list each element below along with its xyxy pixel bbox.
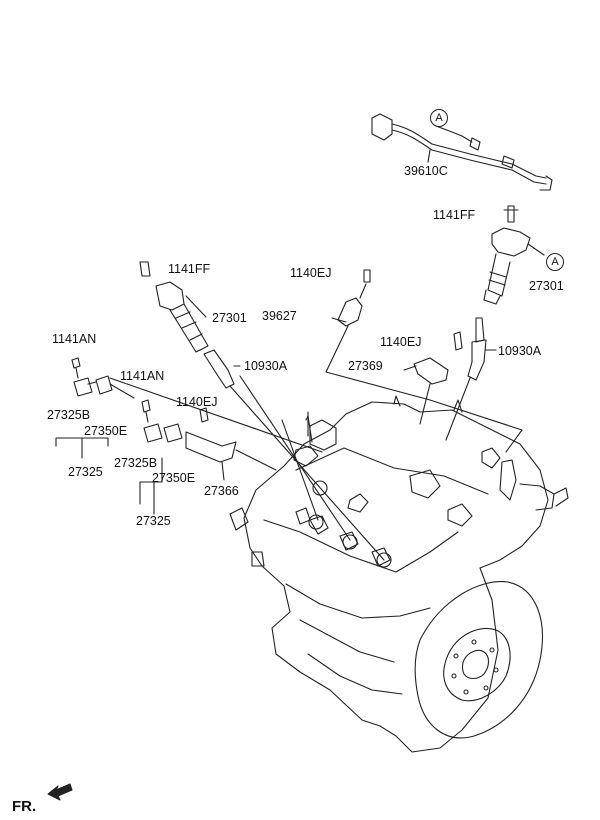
valve-cover-bores <box>308 480 392 568</box>
label-bracket-27366: 27366 <box>204 484 239 498</box>
left-ignition-coil <box>139 261 209 353</box>
bracket-27369 <box>403 331 463 425</box>
label-sensor-1-e: 27350E <box>84 424 128 438</box>
left-sensor-group-2 <box>139 399 277 515</box>
right-spark-plug <box>445 317 497 441</box>
label-bolt-left-bracket: 1140EJ <box>176 395 218 409</box>
label-plug-left: 10930A <box>244 359 288 373</box>
label-sensor-2-e: 27350E <box>152 471 196 485</box>
wiring-harness <box>371 113 553 191</box>
label-sensor-2-group: 27325 <box>136 514 171 528</box>
bracket-39627 <box>325 269 371 373</box>
label-bolt-left-coil: 1141FF <box>168 262 211 276</box>
label-bolt-right-bracket: 1140EJ <box>380 335 422 349</box>
label-coil-left: 27301 <box>212 311 247 325</box>
label-sensor-2-b: 27325B <box>114 456 158 470</box>
label-sensor-1-b: 27325B <box>47 408 91 422</box>
connector-ref-a-top: A <box>430 109 448 127</box>
front-direction-label: FR. <box>12 798 37 815</box>
label-sensor-1-group: 27325 <box>68 465 103 479</box>
label-bracket-27369: 27369 <box>348 359 383 373</box>
left-spark-plug <box>203 349 385 561</box>
label-bracket-bolt-top: 1140EJ <box>290 266 332 280</box>
label-harness: 39610C <box>404 164 448 178</box>
label-coil-right: 27301 <box>529 279 564 293</box>
label-bracket-39627: 39627 <box>262 309 297 323</box>
left-sensor-group-1 <box>55 357 135 459</box>
label-bolt-right-coil: 1141FF <box>433 208 476 222</box>
right-ignition-coil <box>483 205 545 305</box>
label-plug-right: 10930A <box>498 344 542 358</box>
front-arrow-icon <box>47 783 73 801</box>
label-bolt-left-1: 1141AN <box>52 332 97 346</box>
connector-ref-a-coil: A <box>546 253 564 271</box>
engine-block <box>229 395 569 753</box>
flexplate <box>414 580 543 739</box>
label-bolt-left-2: 1141AN <box>120 369 165 383</box>
